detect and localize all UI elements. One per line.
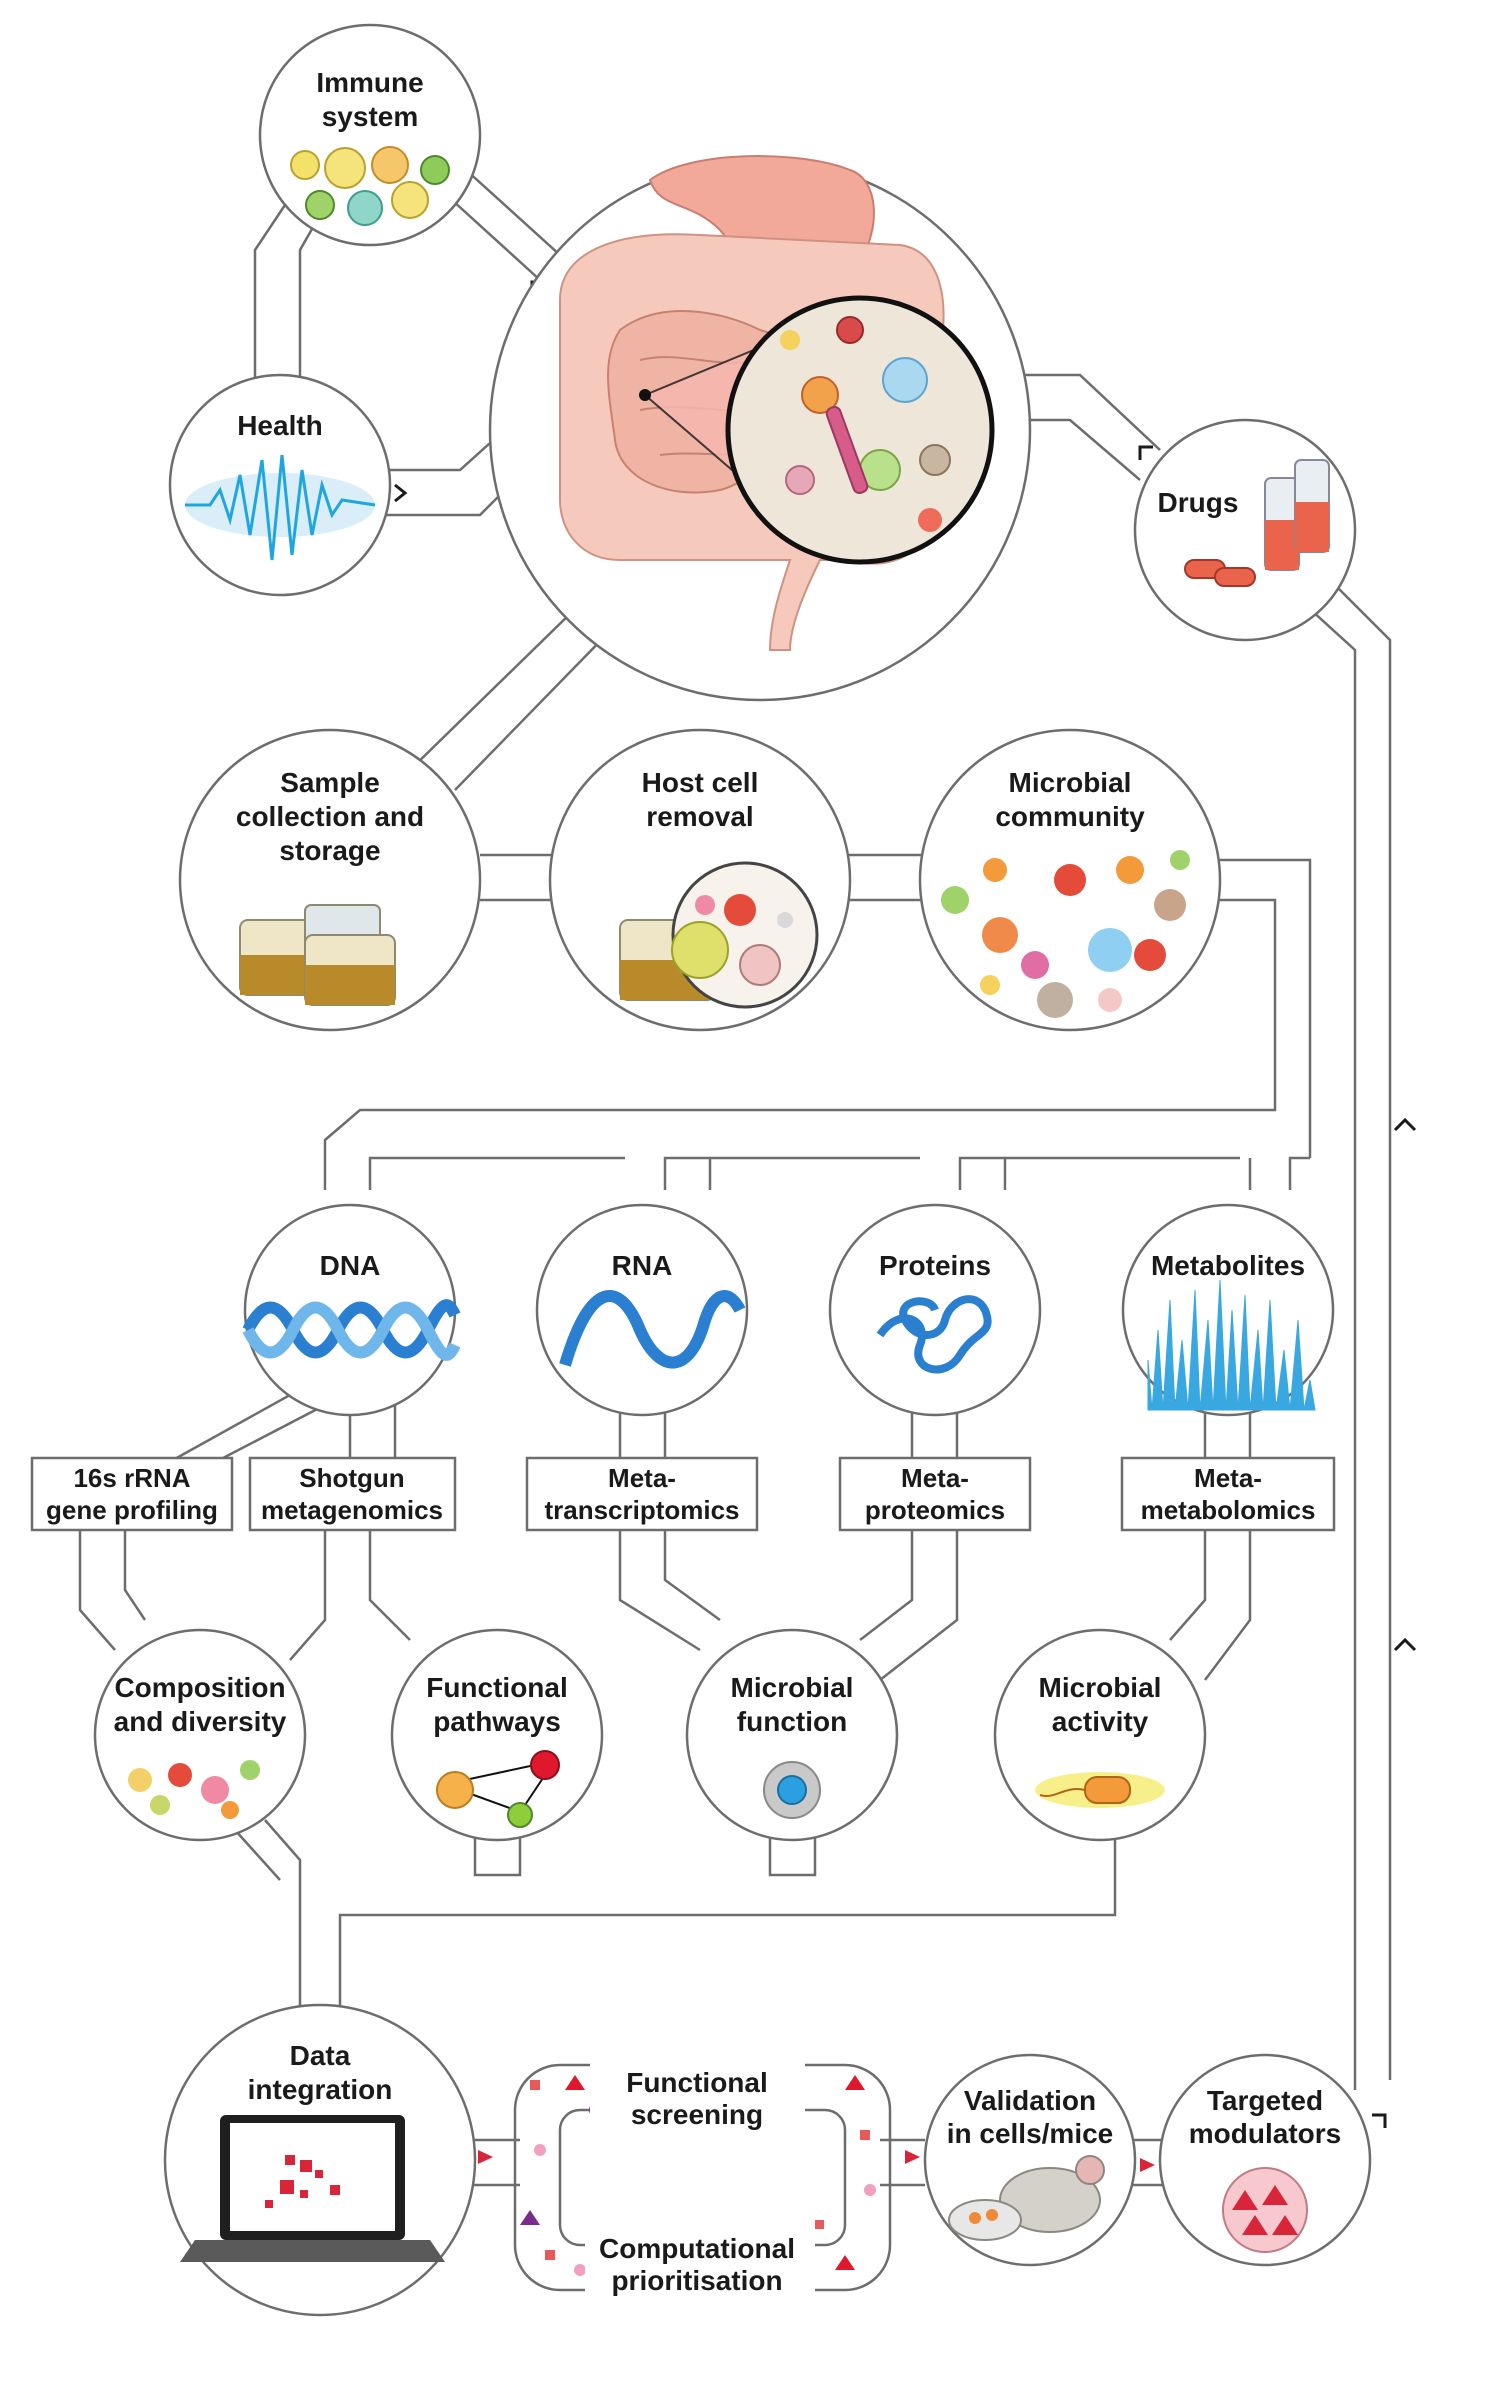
health-wave-icon (185, 454, 376, 561)
screening-functional-line2: screening (631, 2099, 763, 2130)
screening-loop: Functional screening Computational prior… (513, 2060, 892, 2297)
screening-functional-line1: Functional (626, 2067, 768, 2098)
arrow-right-icon (478, 2150, 493, 2164)
method-shotgun-metagenomics: Shotgun metagenomics (248, 1456, 457, 1532)
microbe-zoom-bubble (725, 295, 995, 565)
community-label-line1: Microbial (1009, 767, 1132, 798)
method-metametabolomics: Meta- metabolomics (1120, 1456, 1336, 1532)
node-dna: DNA (242, 1203, 461, 1417)
node-immune-system: Immune system (258, 23, 482, 247)
data-heatmap-icon (265, 2155, 340, 2208)
node-microbial-community: Microbial community (918, 728, 1222, 1032)
rrna-label-line1: 16s rRNA (73, 1463, 190, 1493)
sample-label-line3: storage (279, 835, 380, 866)
modulators-label-line2: modulators (1189, 2118, 1341, 2149)
dna-label: DNA (320, 1250, 381, 1281)
metabolites-label: Metabolites (1151, 1250, 1305, 1281)
node-host-cell-removal: Host cell removal (548, 728, 852, 1032)
arrow-right-icon (1140, 2158, 1155, 2172)
node-sample-collection: Sample collection and storage (178, 728, 482, 1032)
activity-label-line1: Microbial (1039, 1672, 1162, 1703)
modulators-label-line1: Targeted (1207, 2085, 1323, 2116)
mouse-icon (948, 2155, 1105, 2241)
method-16s-rrna: 16s rRNA gene profiling (30, 1456, 234, 1532)
shotgun-label-line1: Shotgun (299, 1463, 404, 1493)
node-functional-pathways: Functional pathways (390, 1628, 604, 1842)
chevron-right-icon (394, 483, 408, 503)
immune-label-line1: Immune (316, 67, 423, 98)
screening-computational-line1: Computational (599, 2233, 795, 2264)
activity-label-line2: activity (1052, 1706, 1149, 1737)
health-label: Health (237, 410, 323, 441)
sample-label-line2: collection and (236, 801, 424, 832)
node-health: Health (168, 373, 392, 597)
proteins-label: Proteins (879, 1250, 991, 1281)
screening-computational-line2: prioritisation (611, 2265, 782, 2296)
immune-label-line2: system (322, 101, 419, 132)
gear-icon (763, 1761, 821, 1819)
node-metabolites: Metabolites (1121, 1203, 1335, 1417)
rrna-label-line2: gene profiling (46, 1495, 218, 1525)
modulator-molecules-icon (1222, 2167, 1308, 2253)
method-metatranscriptomics: Meta- transcriptomics (525, 1456, 759, 1532)
laptop-icon (180, 2115, 445, 2262)
node-targeted-modulators: Targeted modulators (1158, 2053, 1372, 2267)
metabolite-spectrum-icon (1147, 1279, 1316, 1411)
community-label-line2: community (995, 801, 1145, 832)
transcriptomics-label-line2: transcriptomics (544, 1495, 739, 1525)
chevron-up-icon (1393, 1637, 1417, 1652)
rna-strand-icon (559, 1290, 746, 1369)
arrow-right-icon (905, 2150, 920, 2164)
method-metaproteomics: Meta- proteomics (838, 1456, 1032, 1532)
metabolomics-label-line2: metabolomics (1141, 1495, 1316, 1525)
active-microbe-icon (1035, 1772, 1165, 1808)
rna-label: RNA (612, 1250, 673, 1281)
shotgun-label-line2: metagenomics (261, 1495, 443, 1525)
host-label-line1: Host cell (642, 767, 759, 798)
flow-arrows (478, 2150, 1155, 2172)
chevron-up-icon (1393, 1117, 1417, 1132)
chevron-corner-icon (1138, 445, 1153, 460)
pathways-label-line1: Functional (426, 1672, 568, 1703)
node-composition-diversity: Composition and diversity (93, 1628, 307, 1842)
node-rna: RNA (535, 1203, 749, 1417)
node-microbial-activity: Microbial activity (993, 1628, 1207, 1842)
chevron-corner-icon (1372, 2113, 1387, 2128)
proteomics-label-line1: Meta- (901, 1463, 969, 1493)
proteomics-label-line2: proteomics (865, 1495, 1005, 1525)
node-data-integration: Data integration (163, 2003, 477, 2317)
node-microbial-function: Microbial function (685, 1628, 899, 1842)
transcriptomics-label-line1: Meta- (608, 1463, 676, 1493)
sample-label-line1: Sample (280, 767, 380, 798)
host-cell-removal-icon (619, 861, 819, 1009)
pathway-network-icon (436, 1750, 560, 1828)
host-label-line2: removal (646, 801, 753, 832)
metabolomics-label-line1: Meta- (1194, 1463, 1262, 1493)
protein-fold-icon (876, 1295, 992, 1374)
function-label-line1: Microbial (731, 1672, 854, 1703)
diversity-microbes-icon (128, 1760, 260, 1819)
sample-jars-icon (239, 904, 396, 1006)
node-proteins: Proteins (828, 1203, 1042, 1417)
drug-vials-icon (1184, 459, 1330, 587)
drugs-label: Drugs (1158, 487, 1239, 518)
composition-label-line2: and diversity (114, 1706, 287, 1737)
pathways-label-line2: pathways (433, 1706, 561, 1737)
integration-label-line2: integration (248, 2074, 393, 2105)
validation-label-line2: in cells/mice (947, 2118, 1114, 2149)
validation-label-line1: Validation (964, 2085, 1096, 2116)
microbial-community-icon (941, 850, 1190, 1018)
integration-label-line1: Data (290, 2040, 351, 2071)
function-label-line2: function (737, 1706, 847, 1737)
composition-label-line1: Composition (114, 1672, 285, 1703)
node-drugs: Drugs (1133, 418, 1357, 642)
node-validation: Validation in cells/mice (923, 2053, 1137, 2267)
immune-cells-icon (290, 146, 450, 226)
